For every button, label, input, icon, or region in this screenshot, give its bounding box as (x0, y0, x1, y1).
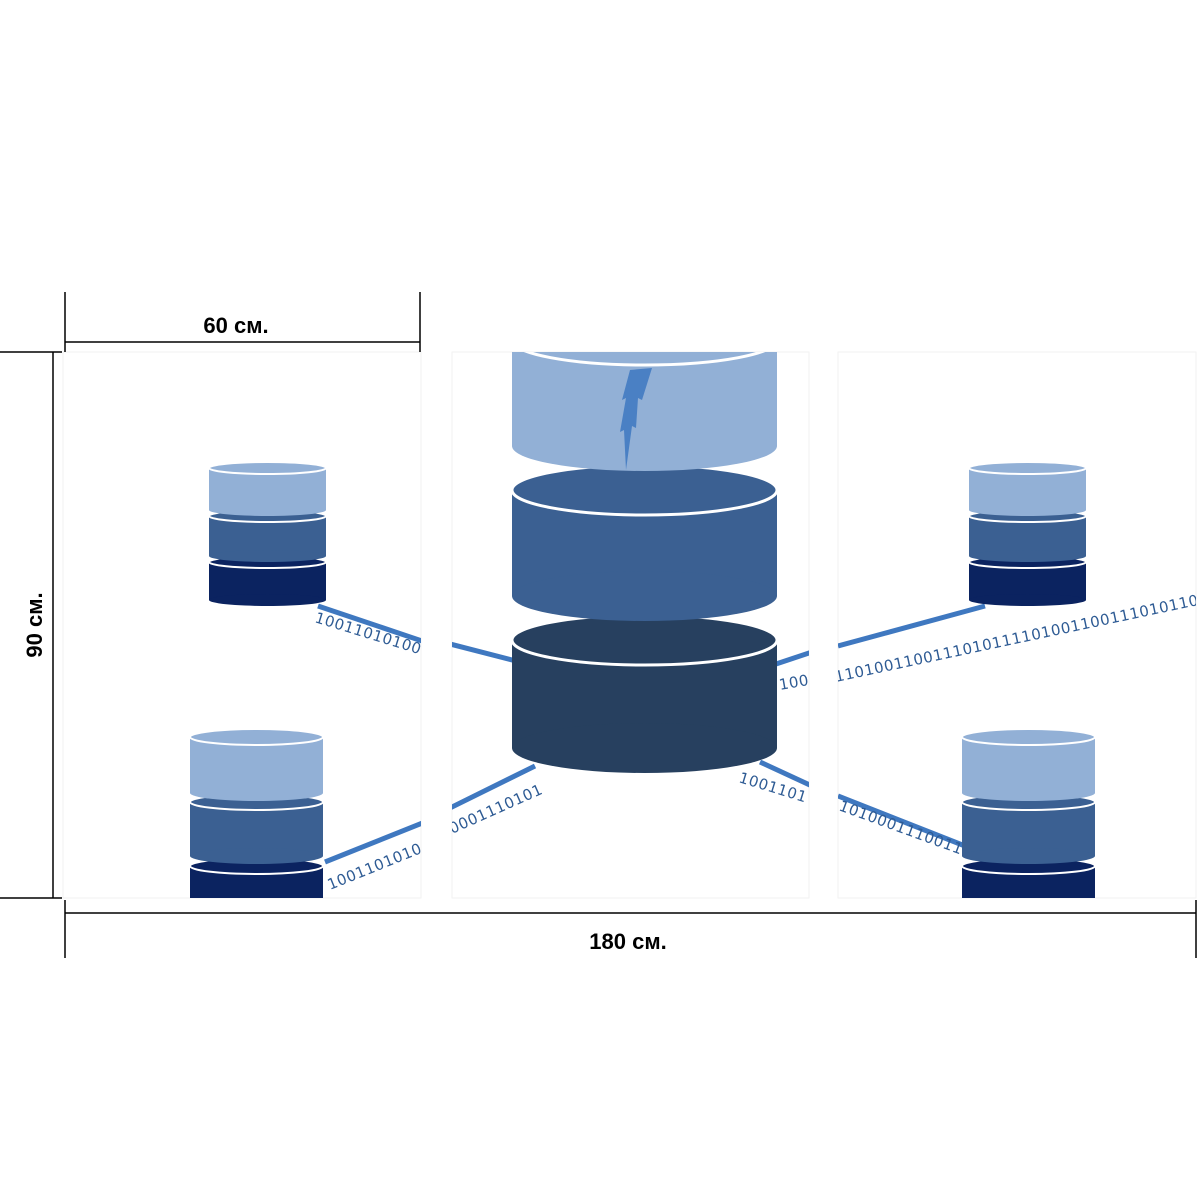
database-icon (189, 728, 324, 898)
database-icon (208, 461, 327, 606)
link-line (838, 793, 966, 849)
panel-right (837, 351, 1197, 899)
database-icon-large (510, 352, 779, 773)
dimension-top (64, 292, 421, 352)
link-line (317, 603, 421, 644)
link-line (452, 763, 537, 810)
link-line (452, 641, 521, 665)
lightning-icon (620, 368, 652, 470)
dimension-bottom (64, 900, 1197, 958)
database-icon (968, 461, 1087, 606)
panel-left-artwork: 1001101010000111010101 10011010100001110… (189, 461, 421, 898)
panel-right-artwork: 1101001100111010111101001100111010110 10… (838, 461, 1196, 898)
link-line (324, 820, 421, 865)
height-label: 90 см. (22, 592, 47, 657)
total-width-label: 180 см. (589, 929, 666, 954)
panel-center-artwork: 0001110101 1001 1001101 (452, 352, 809, 838)
dimension-left (0, 351, 62, 899)
link-line (838, 603, 986, 649)
link-line (758, 759, 809, 788)
database-icon (961, 728, 1096, 898)
panel-width-label: 60 см. (203, 313, 268, 338)
